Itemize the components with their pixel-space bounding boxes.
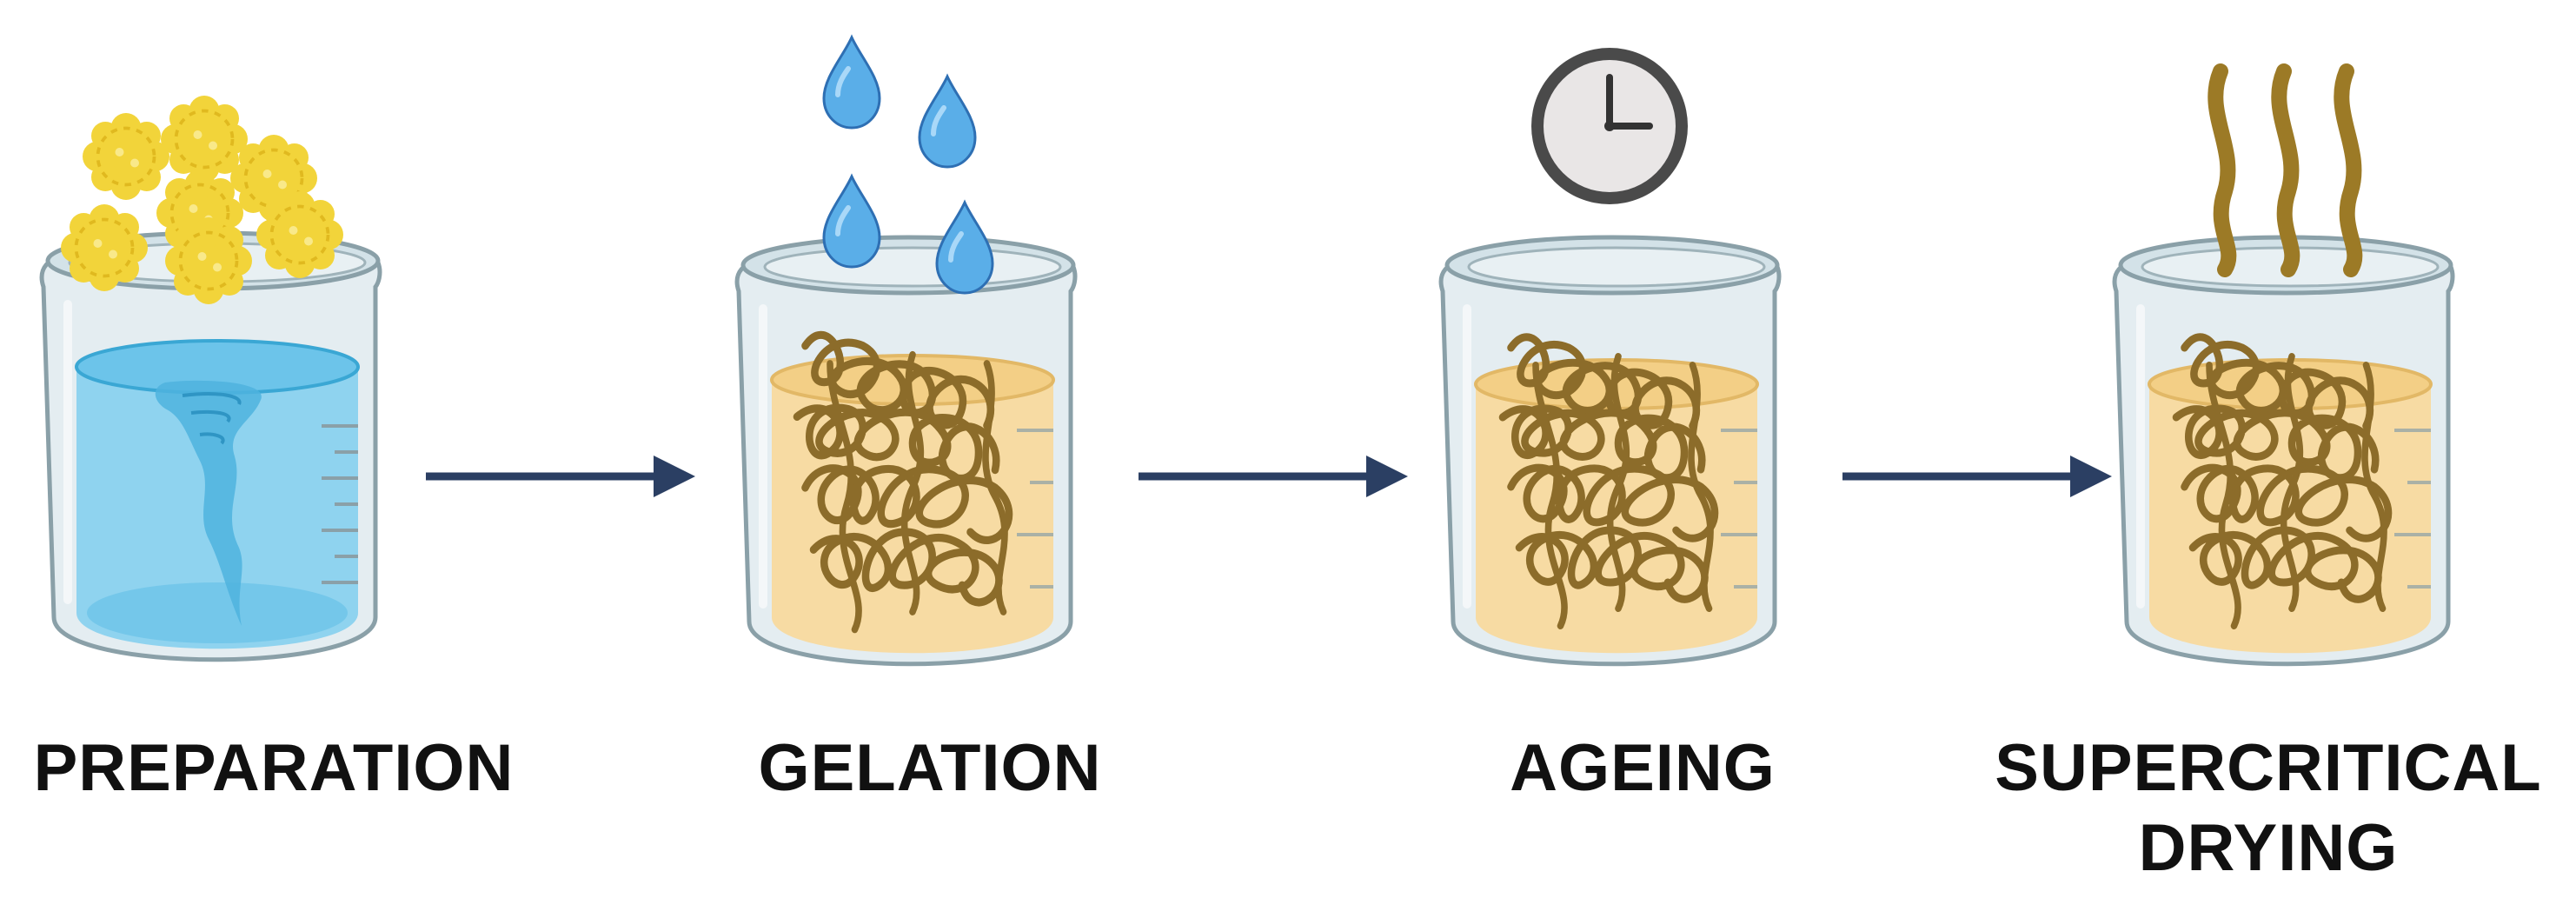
vapor-wave-icon xyxy=(2208,63,2363,277)
beaker-gelation xyxy=(734,235,1078,667)
step-label-gelation: GELATION xyxy=(758,731,1102,805)
step-label-supercritical-drying: SUPERCRITICAL DRYING xyxy=(1964,728,2573,888)
step-label-line-2: DRYING xyxy=(2138,811,2399,885)
right-arrow-icon xyxy=(426,456,695,497)
flower-cluster-icon xyxy=(59,94,345,306)
vortex-icon xyxy=(155,380,262,626)
beaker-supercritical-drying xyxy=(2112,235,2455,667)
step-label-line-1: SUPERCRITICAL xyxy=(1995,731,2542,805)
right-arrow-icon xyxy=(1139,456,1408,497)
step-label-preparation: PREPARATION xyxy=(33,731,515,805)
clock-icon xyxy=(1531,48,1688,204)
step-label-ageing: AGEING xyxy=(1510,731,1776,805)
beaker-ageing xyxy=(1438,235,1782,667)
right-arrow-icon xyxy=(1842,456,2112,497)
